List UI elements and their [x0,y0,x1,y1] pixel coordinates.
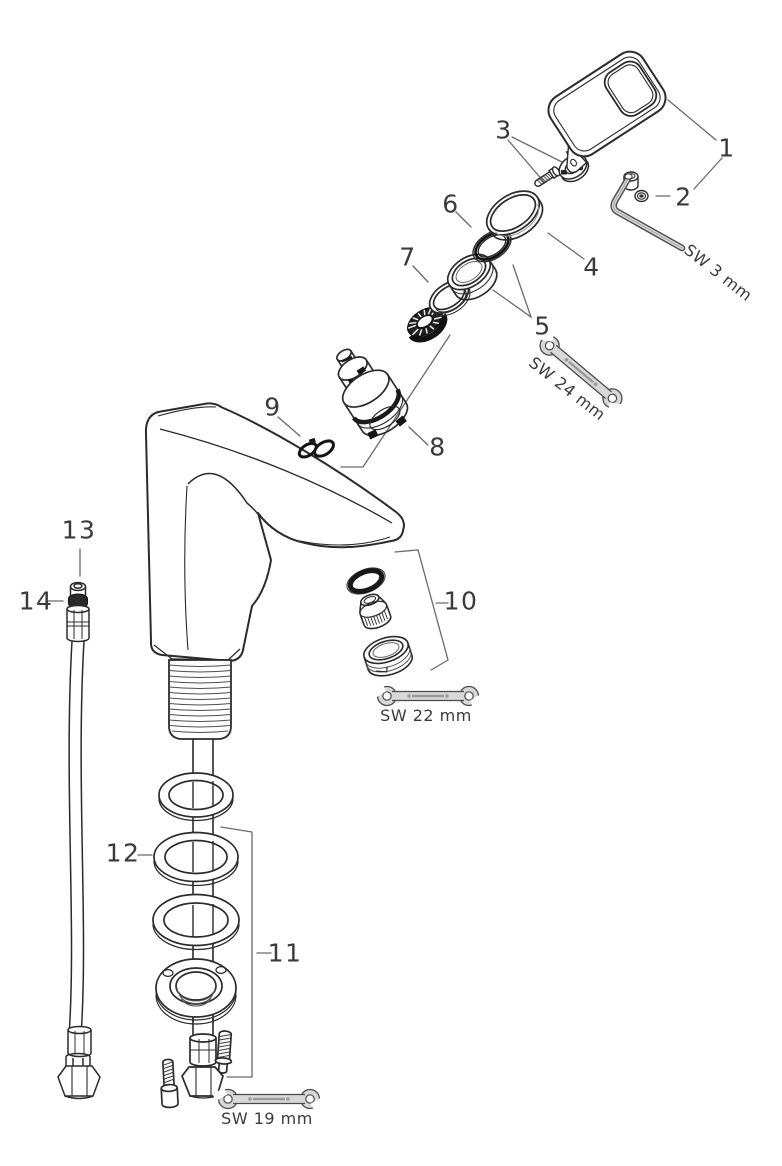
cartridge-rings [428,190,544,317]
washer-top [158,772,234,822]
aerator-housing [363,635,413,677]
washer-middle [153,831,239,887]
screw-left [160,1058,179,1109]
tool-label-sw19: SW 19 mm [221,1109,313,1128]
aerator-insert [359,593,392,630]
part-label-4: 4 [583,252,601,282]
cartridge-assembly [297,307,448,459]
supply-hose [57,581,101,1100]
lever-screw [534,166,561,187]
hose-tube [68,640,73,1029]
part-label-9: 9 [264,392,282,422]
hex-nut [181,1066,224,1099]
washer-stack [152,772,240,951]
allen-key [610,173,686,252]
part-label-1: 1 [718,133,736,163]
handle-assembly [534,50,667,187]
part-label-7: 7 [399,242,417,272]
stud-screw-right [214,1030,233,1074]
washer-bottom [152,893,240,951]
mounting-flange-set [155,958,237,1109]
set-screw-group [610,171,686,252]
leader-lines [47,99,723,1078]
part-label-11: 11 [267,938,303,968]
aerator-set [346,567,413,677]
hex-adapter [189,1033,217,1067]
spout-seal [297,437,335,459]
part-label-12: 12 [105,838,141,868]
cap-ring-4 [485,190,544,241]
hose-connector [66,604,90,643]
part-label-3: 3 [495,115,513,145]
aerator-seal [346,567,386,595]
part-label-10: 10 [443,586,479,616]
flange [155,958,237,1025]
tool-label-sw22: SW 22 mm [380,706,472,725]
handle [547,50,667,174]
wrench-sw19 [211,1086,327,1112]
knurled-ring [407,307,448,343]
part-label-2: 2 [675,182,693,212]
part-label-13: 13 [61,515,97,545]
part-label-8: 8 [429,432,447,462]
part-label-14: 14 [18,586,54,616]
grub-screw [634,189,649,203]
part-label-6: 6 [442,189,460,219]
part-label-5: 5 [534,311,552,341]
hose-bottom-fitting [57,1025,101,1100]
cartridge [336,348,409,440]
faucet-body [144,402,405,662]
wrench-sw22 [370,683,486,709]
